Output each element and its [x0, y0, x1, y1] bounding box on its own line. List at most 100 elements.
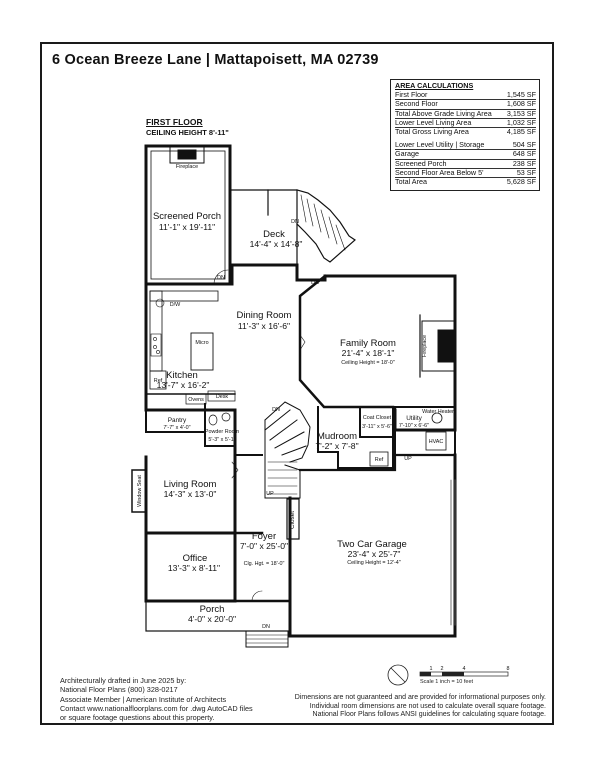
door-swing	[251, 590, 263, 602]
scale-bar: 1 2 4 8	[387, 664, 510, 686]
garage-dims: 23'-4" x 25'-7"	[348, 549, 401, 559]
deck-dn-label-2: DN	[311, 280, 319, 286]
sink-icon	[155, 298, 165, 308]
scale-tick: 2	[441, 666, 444, 672]
family-fireplace-icon	[421, 320, 455, 372]
porch-label: Porch	[200, 604, 225, 615]
refrigerator-icon	[149, 370, 167, 390]
mudroom-dims: 7'-2" x 7'-8"	[315, 441, 358, 451]
powder-wall	[204, 403, 236, 447]
hvac-unit-icon	[425, 431, 447, 451]
porch-dims: 4'-0" x 20'-0"	[188, 614, 236, 624]
powder-sink-icon	[221, 412, 231, 422]
scale-tick: 1	[430, 666, 433, 672]
pantry-label: Pantry	[168, 417, 187, 424]
family-room-wall	[298, 274, 395, 409]
family-fireplace-label: Fireplace	[422, 335, 428, 357]
hvac-label: HVAC	[429, 439, 444, 445]
deck-label: Deck	[263, 229, 285, 240]
main-staircase	[264, 401, 311, 499]
scale-label: Scale 1 inch = 10 feet	[420, 679, 474, 685]
desk-label: Desk	[216, 394, 229, 400]
area-row: Second Floor Area Below 5'53 SF	[395, 167, 536, 179]
main-exterior-wall	[144, 263, 457, 432]
stairs-up-label: UP	[266, 491, 274, 497]
front-porch	[145, 600, 291, 632]
utility-label: Utility	[406, 415, 422, 422]
door-swing	[213, 269, 229, 285]
foyer-dims: 7'-0" x 25'-0"	[240, 541, 288, 551]
dining-room-label: Dining Room	[237, 310, 292, 321]
family-room-ceiling: Ceiling Height = 18'-0"	[341, 360, 395, 366]
ovens-label: Ovens	[188, 397, 204, 403]
ovens-icon	[185, 393, 207, 405]
garage-label: Two Car Garage	[337, 539, 407, 550]
kitchen-wall	[144, 282, 237, 457]
footer-disclaimer: Dimensions are not guaranteed and are pr…	[294, 694, 546, 719]
north-arrow-icon	[387, 664, 409, 686]
desk-icon	[207, 390, 236, 402]
dishwasher-label: D/W	[170, 302, 181, 308]
foyer-ceiling: Clg. Hgt. = 18'-0"	[244, 561, 285, 567]
coat-closet-wall	[359, 406, 394, 438]
deck-dims: 14'-4" x 14'-8"	[250, 239, 303, 249]
page-frame	[40, 42, 554, 725]
powder-room-label: Powder Room	[205, 429, 240, 435]
micro-label: Micro	[195, 340, 208, 346]
utility-dims: 7'-10" x 6'-6"	[399, 423, 429, 429]
family-room-dims: 21'-4" x 18'-1"	[342, 348, 395, 358]
closet-label: Closet	[289, 511, 296, 529]
water-heater-icon	[431, 412, 443, 424]
screened-porch-dims: 11'-1" x 19'-11"	[159, 222, 215, 232]
floor-ceiling-height: CEILING HEIGHT 8'-11"	[146, 128, 229, 137]
kitchen-island	[190, 332, 214, 371]
window-seat	[131, 469, 147, 513]
kitchen-label: Kitchen	[166, 370, 198, 381]
cooktop-icon	[150, 333, 162, 357]
deck-outline	[229, 189, 298, 266]
coat-closet-label: Coat Closet	[363, 415, 392, 421]
area-calculations-title: AREA CALCULATIONS	[395, 81, 474, 90]
powder-room-dims: 5'-3" x 5'-1"	[208, 437, 235, 443]
dining-room-dims: 11'-3" x 16'-6"	[238, 321, 290, 331]
floor-name: FIRST FLOOR	[146, 117, 203, 127]
mudroom-ref-icon	[369, 451, 389, 467]
mudroom-label: Mudroom	[317, 431, 357, 442]
toilet-icon	[208, 414, 218, 426]
porch-dn-label: DN	[262, 624, 270, 630]
stairs-dn-label: DN	[272, 407, 280, 413]
water-heater-label: Water Heater	[422, 409, 454, 415]
window-seat-label: Window Seat	[137, 475, 143, 507]
screened-porch-label: Screened Porch	[153, 211, 221, 222]
living-room-label: Living Room	[164, 479, 217, 490]
mudroom-ref-label: Ref	[375, 457, 384, 463]
family-room-label: Family Room	[340, 338, 396, 349]
porch-fireplace-label: Fireplace	[176, 164, 198, 170]
ref-label: Ref	[154, 378, 163, 384]
porch-dn-label: DN	[217, 275, 225, 281]
coat-closet-dims: 3'-11" x 5'-6"	[362, 424, 392, 430]
scale-tick: 4	[463, 666, 466, 672]
scale-tick: 8	[507, 666, 510, 672]
office-label: Office	[183, 553, 208, 564]
foyer-label: Foyer	[252, 531, 276, 542]
door-swing	[231, 461, 239, 479]
mudroom-wall	[317, 406, 394, 469]
door-swing	[299, 334, 306, 351]
foyer-closet	[286, 498, 300, 540]
page-title: 6 Ocean Breeze Lane | Mattapoisett, MA 0…	[52, 52, 379, 68]
living-room-dims: 14'-3" x 13'-0"	[164, 489, 217, 499]
deck-dn-label: DN	[291, 219, 299, 225]
pantry-dims: 7'-7" x 4'-0"	[163, 425, 190, 431]
